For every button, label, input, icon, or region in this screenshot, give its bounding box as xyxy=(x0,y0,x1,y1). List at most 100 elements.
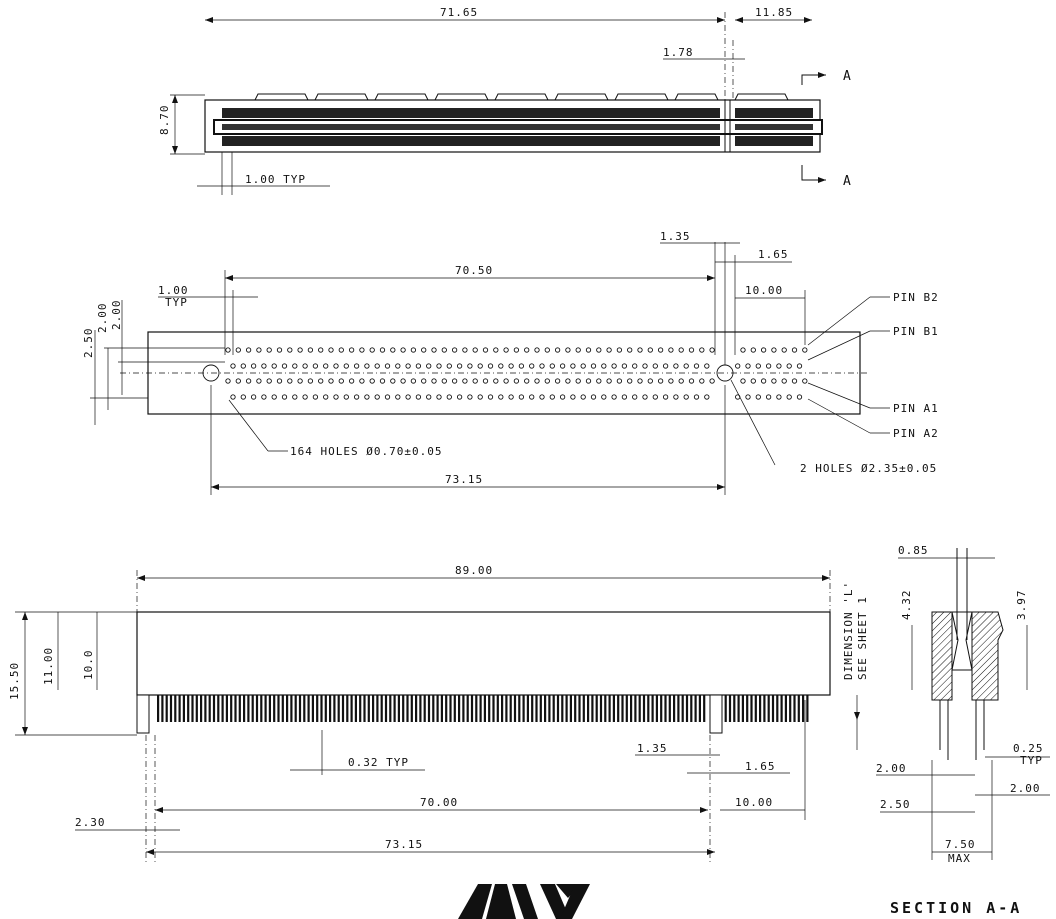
pcb-hole xyxy=(395,363,401,369)
pcb-hole xyxy=(699,347,705,353)
pcb-hole xyxy=(395,394,401,400)
pcb-hole xyxy=(271,363,277,369)
pcb-hole xyxy=(281,394,288,400)
contact-pin xyxy=(458,695,461,722)
pcb-hole xyxy=(554,378,561,384)
pcb-hole xyxy=(498,363,504,369)
dim-sec-w250: 2.50 xyxy=(880,798,911,811)
pcb-hole xyxy=(745,394,751,400)
contact-pin xyxy=(260,695,263,722)
contact-pin xyxy=(505,695,508,722)
contact-pin xyxy=(496,695,499,722)
pcb-hole xyxy=(451,378,458,384)
contact-pin xyxy=(647,695,650,722)
dim-top-pitch: 1.00 TYP xyxy=(245,173,306,186)
pcb-hole xyxy=(421,378,427,384)
pcb-hole xyxy=(565,347,571,353)
pcb-hole xyxy=(477,394,483,400)
pcb-hole xyxy=(627,378,633,384)
dim-pcb-v250: 2.50 xyxy=(82,328,95,359)
pcb-hole xyxy=(776,394,782,400)
contact-pin xyxy=(724,695,727,722)
pcb-hole xyxy=(436,363,442,369)
contact-pin xyxy=(208,695,211,722)
contact-pin xyxy=(380,695,383,722)
pcb-hole xyxy=(477,363,483,369)
pcb-hole xyxy=(585,347,592,353)
dim-pcb-pitch: 1.00 xyxy=(158,284,189,297)
pcb-hole xyxy=(781,347,787,353)
pcb-hole xyxy=(750,378,756,384)
contact-pin xyxy=(397,695,400,722)
pcb-hole xyxy=(771,378,777,384)
pcb-hole xyxy=(802,347,808,353)
pcb-hole xyxy=(652,394,658,400)
pcb-hole xyxy=(554,347,561,353)
pcb-hole xyxy=(508,394,514,400)
contact-pin xyxy=(277,695,280,722)
pcb-hole xyxy=(353,363,360,369)
pcb-hole xyxy=(544,347,550,353)
pcb-hole xyxy=(518,363,525,369)
pcb-hole xyxy=(266,347,272,353)
contact-pin xyxy=(612,695,615,722)
pcb-hole xyxy=(276,347,283,353)
pcb-hole xyxy=(647,378,653,384)
contact-pin xyxy=(531,695,534,722)
pcb-hole xyxy=(668,347,674,353)
contact-pin xyxy=(630,695,633,722)
contact-pin xyxy=(453,695,456,722)
pcb-hole xyxy=(776,363,782,369)
contact-pin xyxy=(574,695,577,722)
note-posts: 2 HOLES Ø2.35±0.05 xyxy=(800,462,937,475)
pcb-hole xyxy=(328,378,334,384)
contact-pin xyxy=(436,695,439,722)
pcb-hole xyxy=(662,363,669,369)
pcb-hole xyxy=(673,363,679,369)
contact-pin xyxy=(247,695,250,722)
avx-logo xyxy=(458,884,590,919)
contact-pin xyxy=(449,695,452,722)
pcb-hole xyxy=(467,394,473,400)
pcb-hole xyxy=(693,394,700,400)
pcb-hole xyxy=(256,378,262,384)
pcb-hole xyxy=(585,378,592,384)
pcb-hole xyxy=(487,394,494,400)
contact-pin xyxy=(191,695,194,722)
pcb-hole xyxy=(580,394,586,400)
contact-pin xyxy=(556,695,560,722)
contact-pin xyxy=(621,695,624,722)
pcb-hole xyxy=(596,378,602,384)
pcb-hole xyxy=(421,347,427,353)
pcb-hole xyxy=(765,394,772,400)
pcb-hole xyxy=(312,363,319,369)
contact-pin xyxy=(281,695,284,722)
pin-row xyxy=(157,695,809,722)
contact-pin xyxy=(793,695,796,722)
contact-pin xyxy=(406,695,409,722)
pcb-hole xyxy=(621,394,628,400)
pcb-hole xyxy=(302,394,308,400)
pcb-hole xyxy=(343,363,349,369)
contact-pin xyxy=(552,695,555,722)
contact-pin xyxy=(212,695,216,722)
pcb-hole xyxy=(245,347,252,353)
contact-pin xyxy=(539,695,542,722)
pcb-hole xyxy=(240,394,246,400)
pcb-hole xyxy=(487,363,494,369)
pcb-hole xyxy=(791,378,798,384)
contact-pin xyxy=(780,695,783,722)
contact-pin xyxy=(393,695,396,722)
contact-pin xyxy=(324,695,327,722)
pcb-hole xyxy=(503,347,509,353)
pcb-hole xyxy=(513,347,520,353)
contact-pin xyxy=(354,695,357,722)
contact-pin xyxy=(165,695,168,722)
pcb-hole xyxy=(590,394,597,400)
pcb-hole xyxy=(559,394,566,400)
contact-pin xyxy=(668,695,671,722)
pcb-hole xyxy=(297,347,303,353)
dim-sec-h397: 3.97 xyxy=(1015,590,1028,621)
pcb-hole xyxy=(662,394,669,400)
contact-pin xyxy=(681,695,684,722)
